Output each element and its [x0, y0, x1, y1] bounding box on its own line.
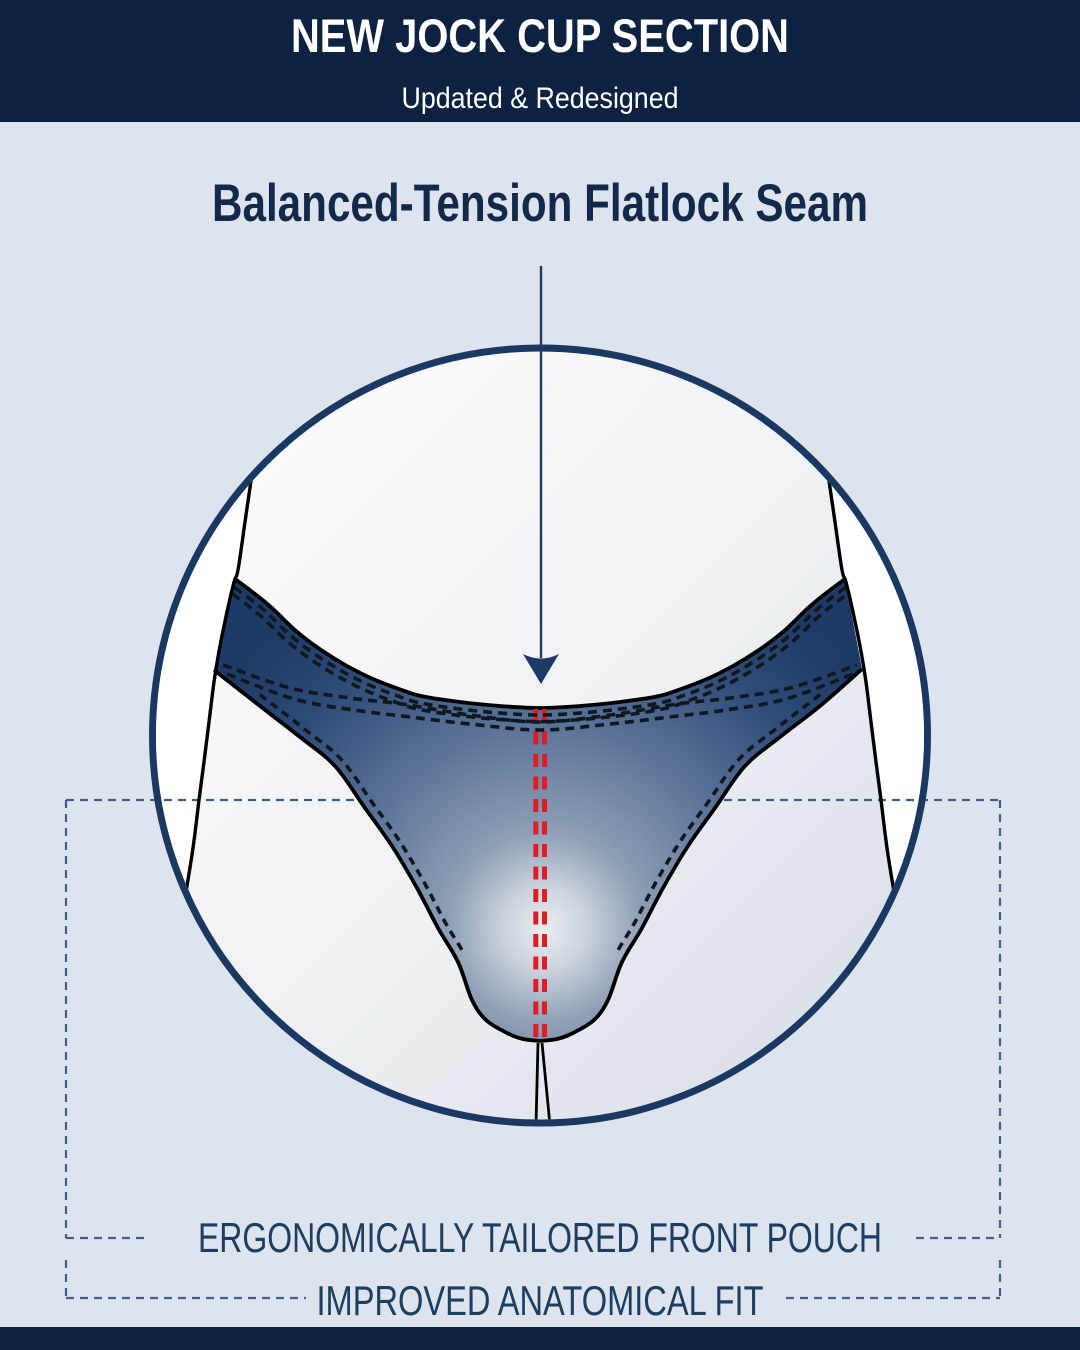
- svg-text:ERGONOMICALLY TAILORED FRONT P: ERGONOMICALLY TAILORED FRONT POUCH: [198, 1214, 882, 1261]
- svg-text:NEW JOCK CUP SECTION: NEW JOCK CUP SECTION: [291, 10, 789, 63]
- svg-text:Balanced-Tension Flatlock Seam: Balanced-Tension Flatlock Seam: [212, 174, 868, 233]
- svg-text:Updated & Redesigned: Updated & Redesigned: [402, 82, 679, 115]
- svg-text:IMPROVED ANATOMICAL FIT: IMPROVED ANATOMICAL FIT: [317, 1277, 764, 1324]
